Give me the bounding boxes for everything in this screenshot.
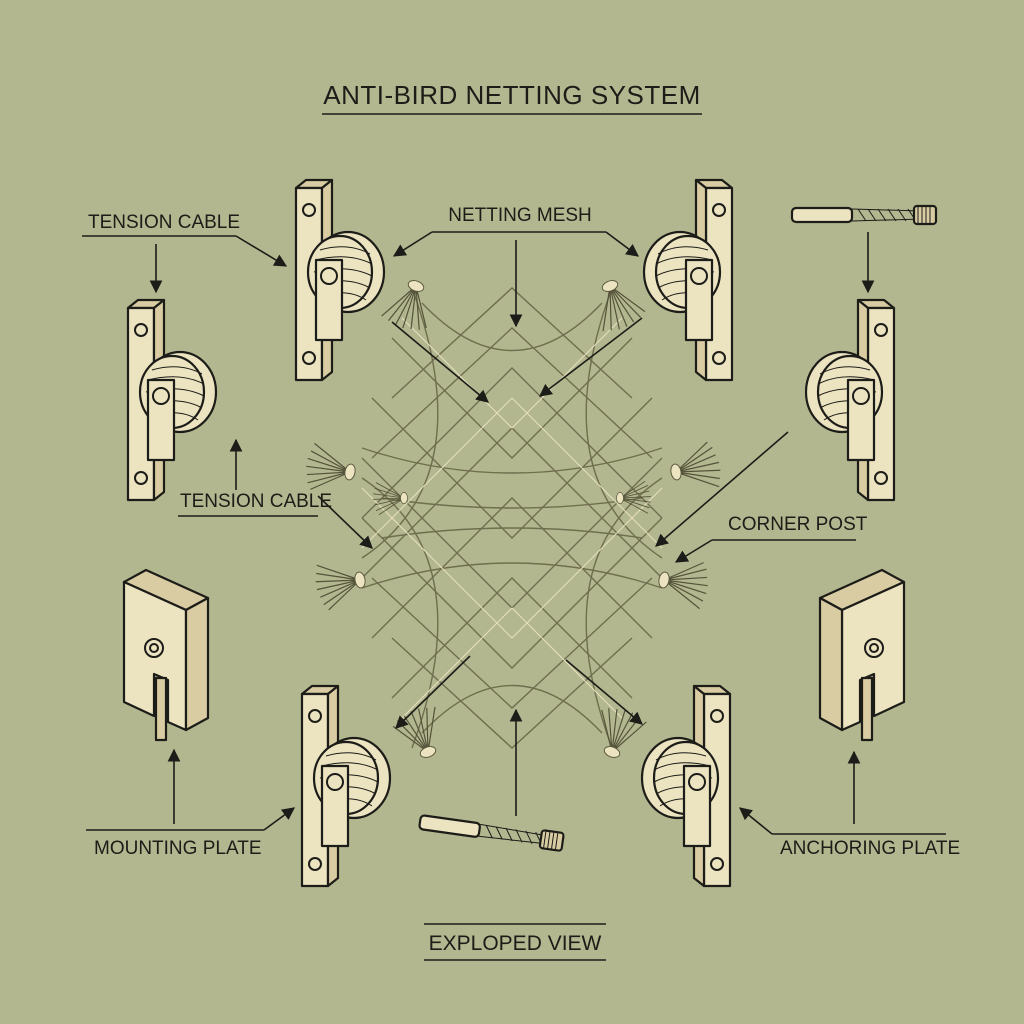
label-netting-mesh: NETTING MESH <box>448 205 592 226</box>
mounting-plate-part <box>122 568 210 742</box>
label-corner-post: CORNER POST <box>728 514 868 535</box>
label-tension-cable-top: TENSION CABLE <box>88 212 240 233</box>
diagram-title: ANTI-BIRD NETTING SYSTEM <box>323 80 700 110</box>
label-anchoring-plate: ANCHORING PLATE <box>780 838 960 859</box>
cable-end-top <box>790 204 938 226</box>
pulley-bracket-right <box>804 298 896 502</box>
pulley-bracket-top-right <box>642 178 734 382</box>
label-mounting-plate: MOUNTING PLATE <box>94 838 262 859</box>
pulley-bracket-bottom-left <box>300 684 392 888</box>
anchoring-plate-part <box>818 568 906 742</box>
cable-end-bottom <box>417 811 565 853</box>
pulley-bracket-bottom-right <box>640 684 732 888</box>
netting-mesh <box>301 272 724 766</box>
footer-caption: EXPLOPED VIEW <box>429 932 602 955</box>
pulley-bracket-top-left <box>294 178 386 382</box>
label-tension-cable-mid: TENSION CABLE <box>180 491 332 512</box>
pulley-bracket-left <box>126 298 218 502</box>
